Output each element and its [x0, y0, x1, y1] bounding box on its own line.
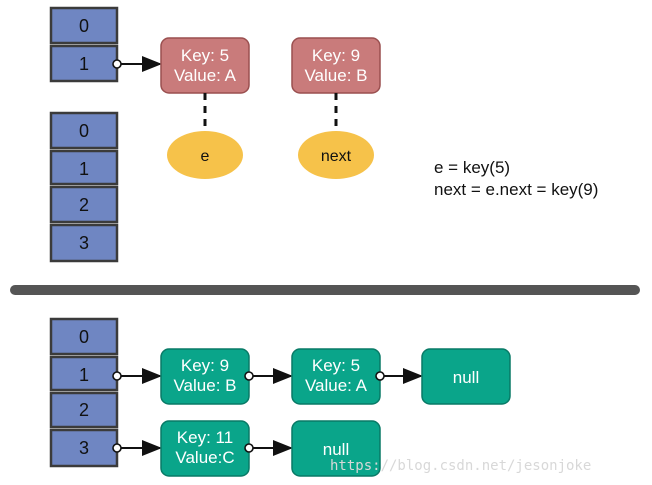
resized-table-cell-0 [49, 317, 119, 356]
row3-node-key11-key: Key: 11 [177, 428, 233, 447]
big-table-cell-1-label: 1 [79, 159, 89, 179]
small-table-cell-1 [49, 44, 119, 83]
note-line-1: e = key(5) [434, 158, 510, 177]
resized-table-cell-3 [49, 428, 119, 468]
pointer-next: next [298, 131, 374, 179]
pointer-e-label: e [201, 148, 210, 165]
resized-table-cell-3-label: 3 [79, 438, 89, 458]
row3-pointer-table [112, 440, 162, 456]
pointer-e: e [167, 131, 243, 179]
node-key9-top-key: Key: 9 [312, 46, 360, 65]
big-table-cell-0-label: 0 [79, 121, 89, 141]
pointer-next-label: next [321, 148, 352, 165]
small-table-pointer [112, 56, 162, 72]
small-table-cell-0-label: 0 [79, 16, 89, 36]
row3-node-key11-value: Value:C [175, 448, 234, 467]
row3-pointer-1 [244, 440, 293, 456]
row1-node-key5-key: Key: 5 [312, 356, 360, 375]
big-bucket-table: 0 1 2 3 [49, 111, 119, 263]
big-table-cell-2-label: 2 [79, 195, 89, 215]
note-line-2: next = e.next = key(9) [434, 180, 598, 199]
row3-node-key11: Key: 11 Value:C [160, 420, 250, 477]
resized-table-cell-1-label: 1 [79, 365, 89, 385]
node-key5-top-key: Key: 5 [181, 46, 229, 65]
row1-pointer-2 [375, 368, 423, 384]
row1-node-key5: Key: 5 Value: A [291, 348, 381, 405]
row1-pointer-1 [244, 368, 293, 384]
row1-node-key9: Key: 9 Value: B [160, 348, 250, 405]
small-table-cell-1-label: 1 [79, 54, 89, 74]
node-key9-top: Key: 9 Value: B [291, 37, 381, 94]
big-table-cell-2 [49, 185, 119, 224]
resized-table-cell-0-label: 0 [79, 327, 89, 347]
node-key5-top: Key: 5 Value: A [160, 37, 250, 94]
watermark: https://blog.csdn.net/jesonjoke [330, 458, 591, 474]
row1-pointer-table [112, 368, 162, 384]
row1-node-key9-key: Key: 9 [181, 356, 229, 375]
node-key9-top-value: Value: B [304, 66, 367, 85]
resized-table-cell-1 [49, 355, 119, 392]
small-table-cell-0 [49, 6, 119, 45]
node-key5-top-value: Value: A [174, 66, 237, 85]
section-divider [10, 285, 640, 295]
row3-null-node: null [291, 420, 381, 477]
resized-bucket-table: 0 1 2 3 [49, 317, 119, 468]
small-bucket-table: 0 1 [49, 6, 119, 83]
big-table-cell-3 [49, 223, 119, 263]
big-table-cell-0 [49, 111, 119, 150]
big-table-cell-3-label: 3 [79, 233, 89, 253]
row1-node-key9-value: Value: B [173, 376, 236, 395]
row1-node-key5-value: Value: A [305, 376, 368, 395]
row1-null-label: null [453, 368, 479, 387]
row3-null-label: null [323, 440, 349, 459]
resized-table-cell-2 [49, 391, 119, 429]
resized-table-cell-2-label: 2 [79, 400, 89, 420]
row1-null-node: null [421, 348, 511, 405]
big-table-cell-1 [49, 149, 119, 186]
